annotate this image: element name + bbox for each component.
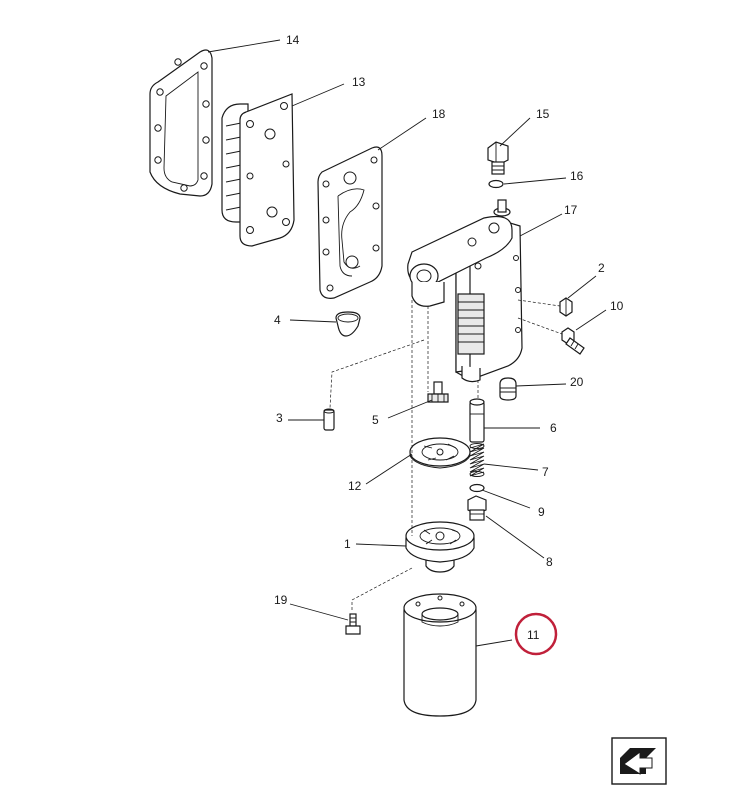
highlighted-callout-11[interactable]: 11 xyxy=(514,612,558,656)
callout-16: 16 xyxy=(570,169,584,183)
part-14-gasket[interactable] xyxy=(149,49,213,197)
part-11-filter-element[interactable] xyxy=(403,593,477,717)
leader-lines xyxy=(207,39,607,647)
callout-20: 20 xyxy=(570,375,584,389)
callout-13: 13 xyxy=(352,75,366,89)
part-17-filter-head[interactable] xyxy=(407,199,523,383)
callout-15: 15 xyxy=(536,107,550,121)
part-15-bolt[interactable] xyxy=(487,141,509,175)
part-9-o-ring[interactable] xyxy=(469,483,485,493)
part-2-plug[interactable] xyxy=(559,297,573,317)
callout-8: 8 xyxy=(546,555,553,569)
arrow-direction-icon[interactable] xyxy=(611,737,667,785)
part-4-plug[interactable] xyxy=(335,311,361,337)
callout-10: 10 xyxy=(610,299,624,313)
part-16-o-ring[interactable] xyxy=(488,179,504,189)
callout-17: 17 xyxy=(564,203,578,217)
part-7-spring[interactable] xyxy=(469,443,485,477)
callout-4: 4 xyxy=(274,313,281,327)
callout-12: 12 xyxy=(348,479,362,493)
callout-labels: 14 13 18 15 16 17 2 10 20 4 3 5 6 7 12 9… xyxy=(274,33,624,607)
part-20-cap[interactable] xyxy=(499,377,517,401)
part-3-pin[interactable] xyxy=(323,408,335,431)
part-5-valve[interactable] xyxy=(427,381,449,403)
callout-18: 18 xyxy=(432,107,446,121)
part-13-oil-cooler[interactable] xyxy=(221,93,295,247)
callout-3: 3 xyxy=(276,411,283,425)
part-6-piston[interactable] xyxy=(469,398,485,443)
callout-1: 1 xyxy=(344,537,351,551)
callout-11: 11 xyxy=(527,628,540,642)
assembly-guides xyxy=(329,299,563,612)
callout-5: 5 xyxy=(372,413,379,427)
part-8-plug[interactable] xyxy=(467,495,487,521)
callout-6: 6 xyxy=(550,421,557,435)
highlight-ring xyxy=(514,612,558,656)
part-12-valve-plate[interactable] xyxy=(409,437,471,469)
part-19-screw[interactable] xyxy=(345,613,361,635)
callout-2: 2 xyxy=(598,261,605,275)
callout-9: 9 xyxy=(538,505,545,519)
part-1-adapter[interactable] xyxy=(405,521,475,573)
callout-19: 19 xyxy=(274,593,288,607)
part-10-bolt[interactable] xyxy=(561,327,585,355)
callout-14: 14 xyxy=(286,33,300,47)
callout-7: 7 xyxy=(542,465,549,479)
part-18-gasket[interactable] xyxy=(317,146,383,299)
